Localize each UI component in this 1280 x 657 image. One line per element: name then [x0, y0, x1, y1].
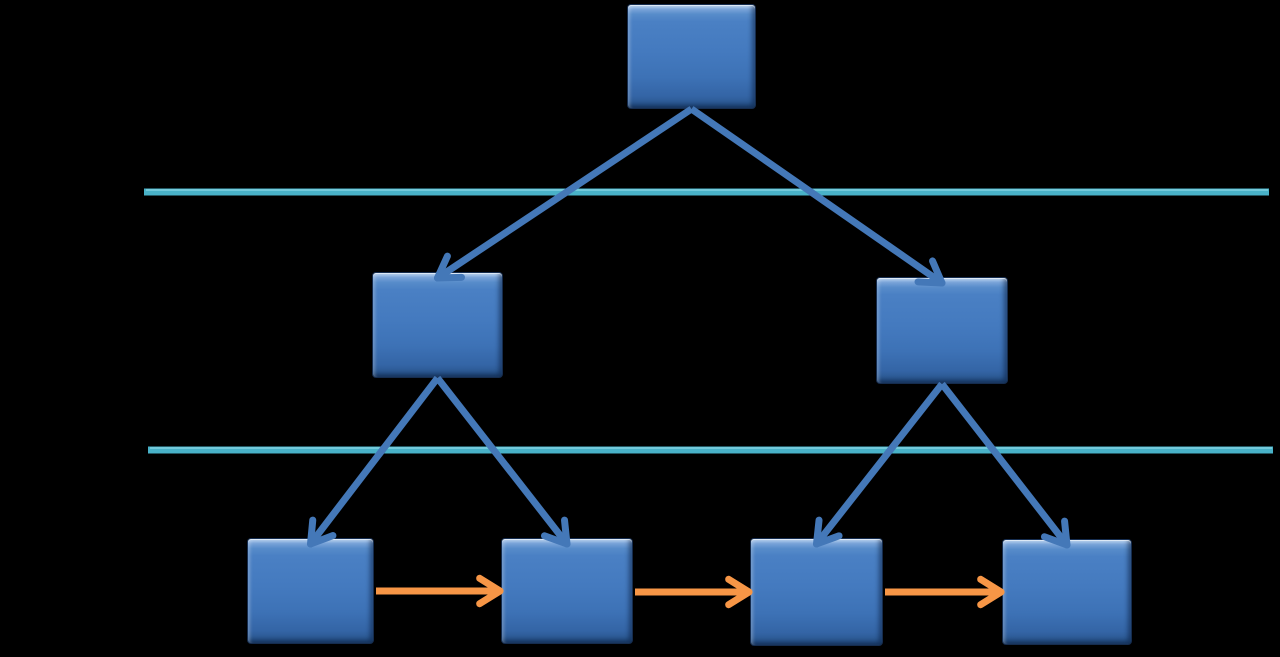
tree-node-leaf-4 — [1003, 540, 1131, 644]
tree-node-child-right — [877, 278, 1007, 383]
tree-node-root — [628, 5, 755, 108]
tree-node-leaf-3 — [751, 539, 882, 645]
tree-node-leaf-2 — [502, 539, 632, 643]
tree-node-leaf-1 — [248, 539, 373, 643]
tree-node-child-left — [373, 273, 502, 377]
